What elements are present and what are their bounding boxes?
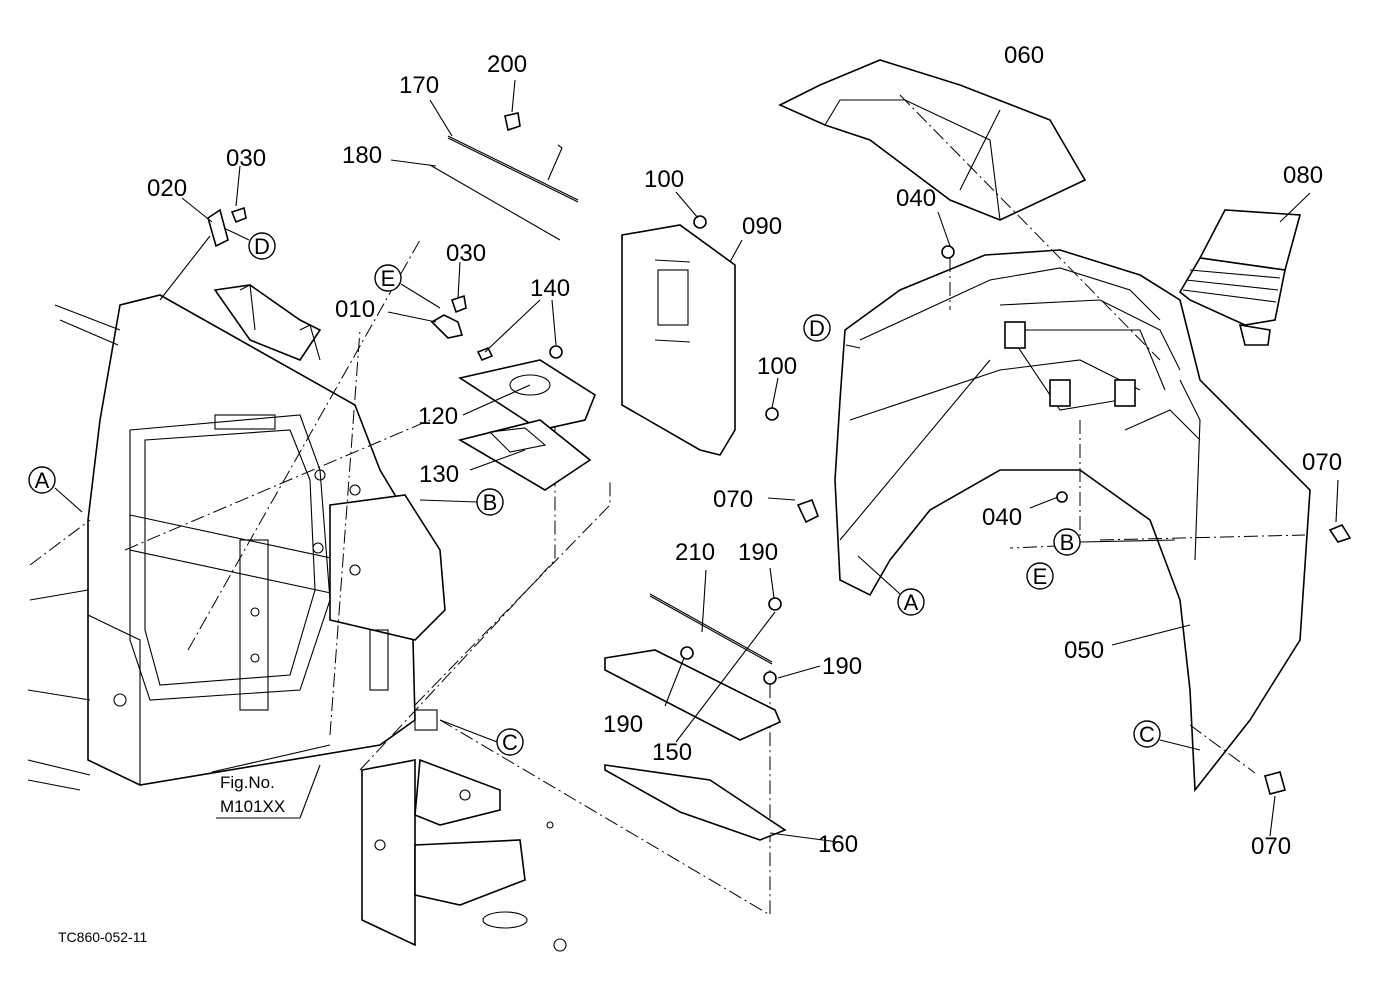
reference-letters: A B C D E A B C D E: [28, 227, 1201, 756]
part-label-120: 120: [418, 403, 458, 430]
part-label-070-right: 070: [1302, 449, 1342, 476]
leader-lines: [159, 79, 1339, 843]
part-label-030-mid: 030: [446, 240, 486, 267]
part-120-130-bracket: [457, 345, 596, 491]
part-170-180-strip: [429, 112, 579, 241]
part-label-030-top: 030: [226, 145, 266, 172]
part-label-190-left: 190: [603, 711, 643, 738]
part-label-010: 010: [335, 296, 375, 323]
part-label-020: 020: [147, 175, 187, 202]
ref-letter-b-right: B: [1060, 530, 1075, 555]
part-label-040-bottom: 040: [982, 504, 1022, 531]
ref-letter-e-right: E: [1033, 564, 1048, 589]
part-label-200: 200: [487, 51, 527, 78]
part-150-160-plates: [604, 593, 787, 841]
fig-reference: Fig.No. M101XX: [216, 773, 300, 819]
part-label-160: 160: [818, 831, 858, 858]
part-label-150: 150: [652, 739, 692, 766]
part-label-210: 210: [675, 539, 715, 566]
part-010-clip: [430, 294, 467, 339]
ref-letter-b-left: B: [483, 490, 498, 515]
part-label-050: 050: [1064, 637, 1104, 664]
part-label-190-right: 190: [822, 653, 862, 680]
fig-reference-line2: M101XX: [220, 797, 285, 816]
ref-letter-d-right: D: [809, 316, 825, 341]
part-label-100-mid: 100: [757, 353, 797, 380]
ref-letter-e-left: E: [381, 266, 396, 291]
ref-letter-d-left: D: [254, 234, 270, 259]
part-label-170: 170: [399, 72, 439, 99]
cover-assembly: [778, 59, 1352, 795]
part-label-040-top: 040: [896, 185, 936, 212]
part-label-070-bottom: 070: [1251, 833, 1291, 860]
part-label-130: 130: [419, 461, 459, 488]
part-label-070-left: 070: [713, 486, 753, 513]
ref-letter-a-left: A: [35, 468, 50, 493]
part-label-080: 080: [1283, 162, 1323, 189]
fig-reference-line1: Fig.No.: [220, 773, 275, 792]
ref-letter-a-right: A: [904, 590, 919, 615]
part-label-180: 180: [342, 142, 382, 169]
part-label-190-top: 190: [738, 539, 778, 566]
drawing-code: TC860-052-11: [58, 929, 147, 945]
part-090-plate: [621, 215, 779, 456]
ref-letter-c-right: C: [1139, 722, 1155, 747]
part-020-clip: [207, 206, 247, 248]
part-label-140: 140: [530, 275, 570, 302]
main-panel-assembly: [27, 239, 771, 952]
part-label-100-top: 100: [644, 166, 684, 193]
ref-letter-c-left: C: [502, 730, 518, 755]
part-label-090: 090: [742, 213, 782, 240]
part-labels: 170 200 180 030 020 030 010 140 120 130 …: [147, 42, 1342, 860]
part-label-060: 060: [1004, 42, 1044, 69]
